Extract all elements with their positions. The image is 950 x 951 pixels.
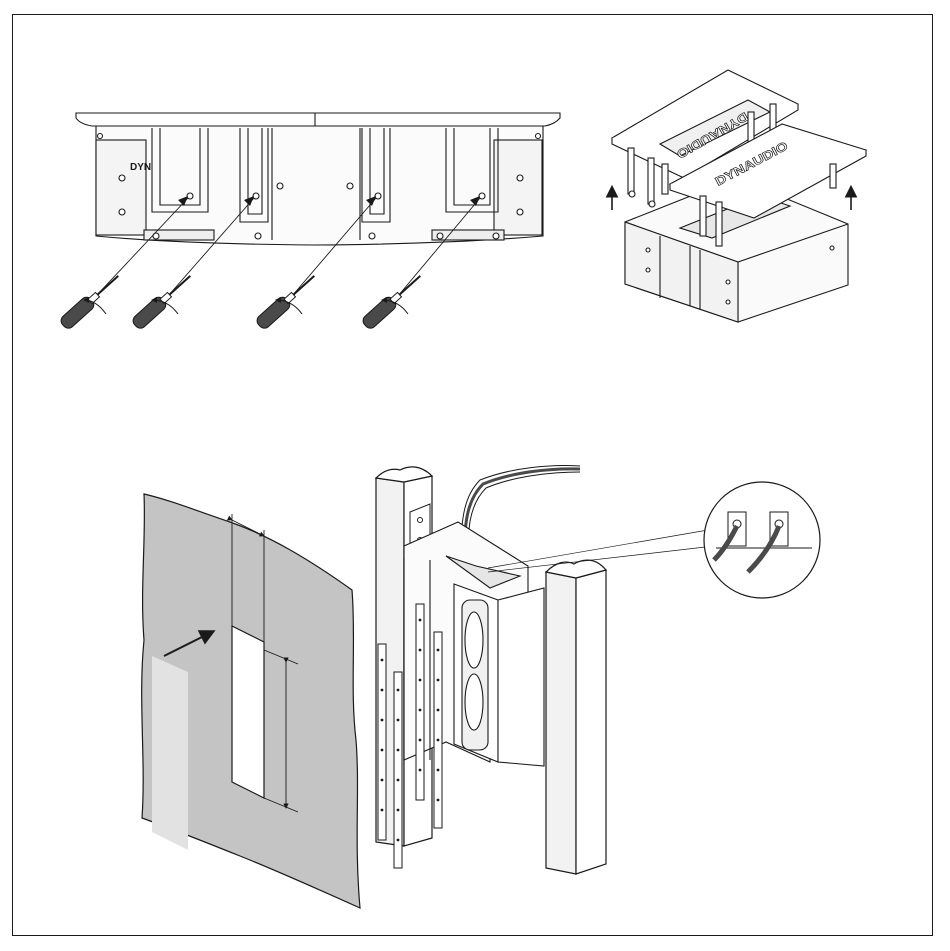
screwdriver-icon [255, 271, 319, 331]
front-brand-label: DYN [130, 162, 151, 173]
magnifier-detail-icon [704, 482, 820, 598]
cover-panel [152, 656, 188, 850]
stud-right [546, 560, 606, 874]
wall-cutout [232, 626, 264, 798]
screwdriver-icon [361, 271, 425, 331]
front-view-unit [76, 113, 560, 245]
screwdriver-icon [131, 271, 195, 331]
speaker-enclosure [404, 522, 544, 766]
rotation-arrow-icon [84, 300, 408, 314]
